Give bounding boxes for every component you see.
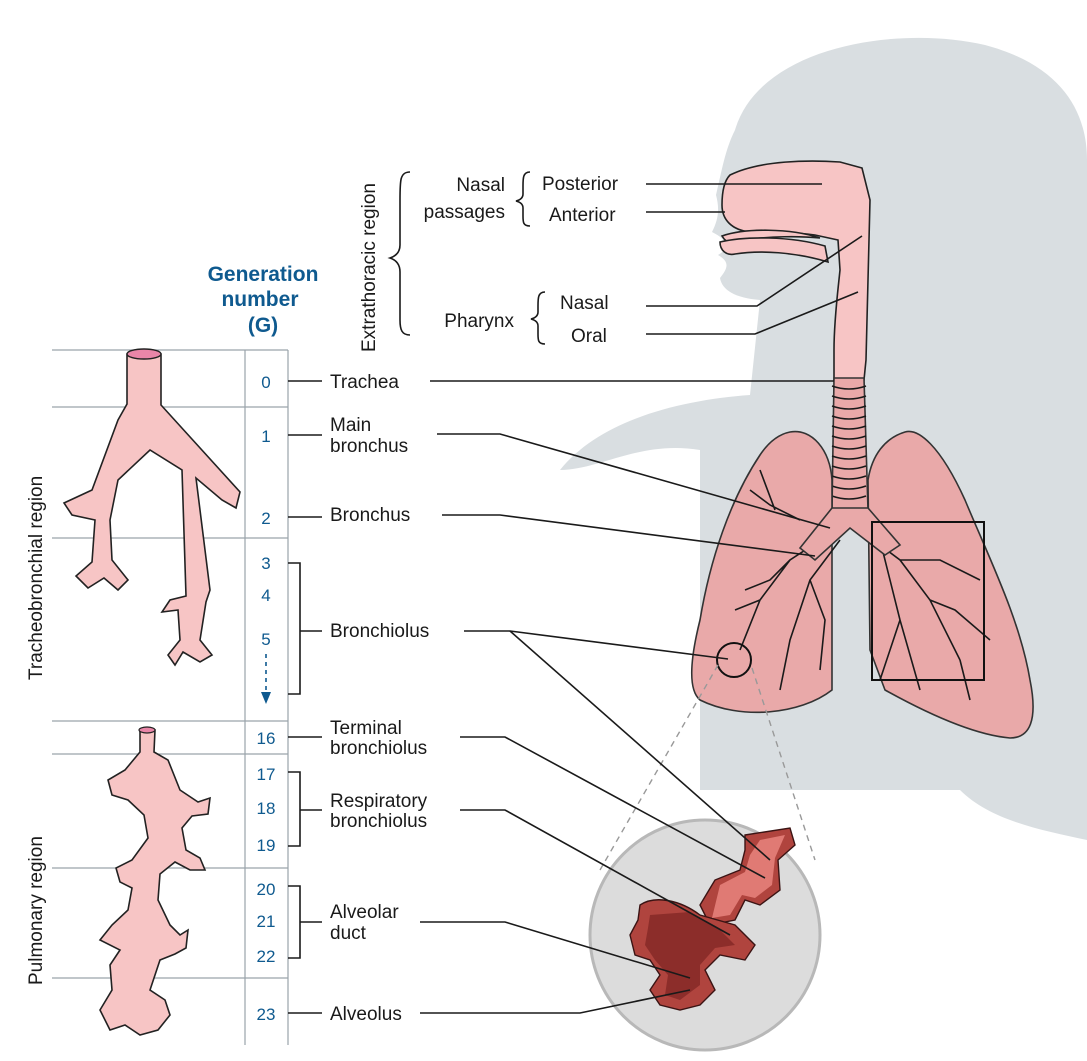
gen-0: 0 bbox=[261, 373, 270, 392]
projection-lines bbox=[599, 664, 816, 871]
header-number: number bbox=[221, 288, 298, 311]
gen-3: 3 bbox=[261, 554, 270, 573]
label-respiratory-1: Respiratory bbox=[330, 791, 428, 812]
label-pharynx-nasal: Nasal bbox=[560, 293, 609, 314]
label-pharynx-oral: Oral bbox=[571, 326, 607, 347]
generation-numbers: 0 1 2 3 4 5 16 17 18 19 20 21 22 23 bbox=[257, 373, 276, 1024]
label-trachea: Trachea bbox=[330, 372, 399, 393]
gen-18: 18 bbox=[257, 799, 276, 818]
dashed-down-arrow bbox=[261, 654, 271, 704]
label-anterior: Anterior bbox=[549, 205, 616, 226]
label-main-bronchus-1: Main bbox=[330, 415, 371, 436]
label-alveolar-1: Alveolar bbox=[330, 902, 399, 923]
pulmonary-airways bbox=[98, 726, 211, 1036]
header-generation: Generation bbox=[208, 263, 319, 286]
structure-labels: Trachea Main bronchus Bronchus Bronchiol… bbox=[330, 372, 429, 1025]
gen-5: 5 bbox=[261, 630, 270, 649]
label-terminal-1: Terminal bbox=[330, 718, 402, 739]
gen-22: 22 bbox=[257, 947, 276, 966]
header-g: (G) bbox=[248, 314, 278, 337]
upper-airway bbox=[719, 160, 871, 381]
label-passages: passages bbox=[424, 202, 505, 223]
leader-lines bbox=[420, 183, 863, 1014]
gen-23: 23 bbox=[257, 1005, 276, 1024]
label-main-bronchus-2: bronchus bbox=[330, 436, 408, 457]
gen-2: 2 bbox=[261, 509, 270, 528]
generation-table bbox=[52, 349, 289, 1045]
label-bronchiolus: Bronchiolus bbox=[330, 621, 429, 642]
label-bronchus: Bronchus bbox=[330, 505, 410, 526]
gen-4: 4 bbox=[261, 586, 270, 605]
label-terminal-2: bronchiolus bbox=[330, 738, 427, 759]
extrathoracic-region-label: Extrathoracic region bbox=[359, 183, 380, 352]
upper-airway-labels: Nasal passages Posterior Anterior Pharyn… bbox=[424, 174, 619, 347]
gen-20: 20 bbox=[257, 880, 276, 899]
gen-16: 16 bbox=[257, 729, 276, 748]
gen-21: 21 bbox=[257, 912, 276, 931]
trachea-rings bbox=[831, 377, 869, 511]
pulmonary-region-label: Pulmonary region bbox=[26, 836, 47, 985]
alveolar-tissue bbox=[629, 827, 796, 1011]
gen-17: 17 bbox=[257, 765, 276, 784]
curly-braces bbox=[387, 171, 546, 345]
lungs bbox=[690, 430, 1034, 739]
label-alveolus: Alveolus bbox=[330, 1004, 402, 1025]
tracheobronchial-region-label: Tracheobronchial region bbox=[26, 476, 47, 680]
label-posterior: Posterior bbox=[542, 174, 619, 195]
right-lung bbox=[690, 430, 833, 714]
generation-brackets bbox=[288, 380, 322, 1014]
gen-19: 19 bbox=[257, 836, 276, 855]
label-pharynx: Pharynx bbox=[444, 311, 514, 332]
label-alveolar-2: duct bbox=[330, 923, 367, 944]
zoom-rectangle bbox=[871, 521, 985, 681]
gen-1: 1 bbox=[261, 427, 270, 446]
label-nasal: Nasal bbox=[456, 175, 505, 196]
tracheobronchial-tree bbox=[62, 348, 241, 667]
zoom-circle bbox=[716, 642, 752, 678]
label-respiratory-2: bronchiolus bbox=[330, 811, 427, 832]
